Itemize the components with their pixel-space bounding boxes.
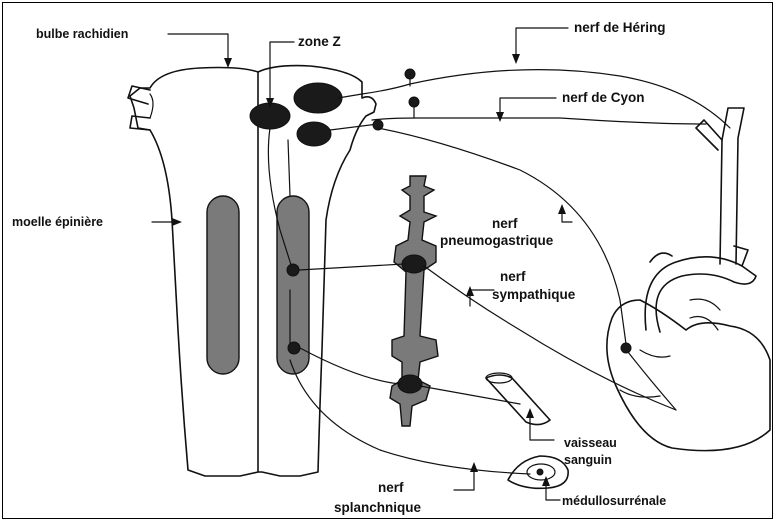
- label-bulbe-rachidien: bulbe rachidien: [36, 27, 128, 41]
- label-splanch-line1: nerf: [378, 480, 404, 495]
- label-vaisseau-line2: sanguin: [564, 453, 612, 467]
- label-nerf-de-hering: nerf de Héring: [574, 20, 666, 35]
- label-medullosurrenale: médullosurrénale: [562, 494, 666, 508]
- label-zone-z: zone Z: [298, 34, 341, 49]
- label-sympa-line2: sympathique: [492, 287, 576, 302]
- carotid-artery: [720, 108, 744, 264]
- grey-matter-left: [207, 196, 239, 374]
- blood-vessel: [486, 373, 550, 425]
- label-sympa-line1: nerf: [500, 269, 526, 284]
- label-pneumo-line2: pneumogastrique: [440, 233, 554, 248]
- label-splanch-line2: splanchnique: [334, 500, 422, 515]
- adrenal-medulla: [508, 456, 568, 488]
- zone-z-nuclei: [250, 83, 342, 146]
- label-vaisseau-line1: vaisseau: [564, 436, 617, 450]
- label-pneumo-line1: nerf: [492, 216, 518, 231]
- label-moelle-epiniere: moelle épinière: [12, 215, 103, 229]
- brainstem-and-spinal-cord: [128, 66, 376, 476]
- label-nerf-de-cyon: nerf de Cyon: [562, 90, 645, 105]
